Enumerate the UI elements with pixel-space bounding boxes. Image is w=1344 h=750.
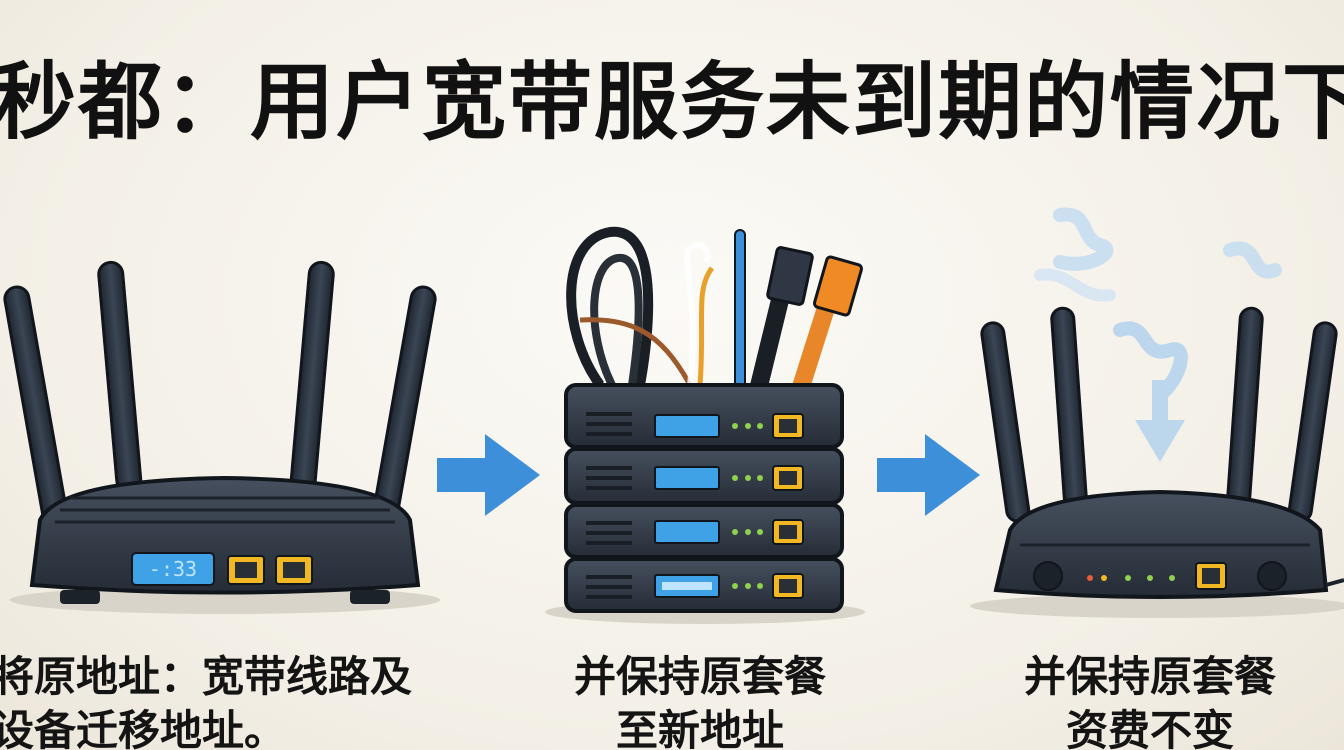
caption-line: 设备迁移地址。	[0, 706, 287, 750]
router-icon: -:33	[3, 260, 440, 614]
caption-line: 并保持原套餐	[573, 652, 826, 701]
step-caption: 并保持原套餐 资费不变	[960, 650, 1340, 750]
server-stack-icon	[545, 226, 865, 624]
caption-line: 至新地址	[615, 706, 784, 750]
caption-line: 并保持原套餐	[1023, 652, 1276, 701]
step-caption: 将原地址：宽带线路及 设备迁移地址。	[0, 650, 452, 750]
caption-line: 将原地址：宽带线路及	[0, 652, 413, 701]
caption-line: 资费不变	[1065, 706, 1234, 750]
signal-wave-icon	[1034, 207, 1282, 462]
arrow-right-icon	[877, 434, 980, 516]
step-caption: 并保持原套餐 至新地址	[510, 650, 890, 750]
arrow-right-icon	[437, 434, 540, 516]
svg-text:-:33: -:33	[149, 557, 197, 581]
page-title: 秒都：用户宽带服务未到期的情况下	[0, 53, 1344, 151]
router-icon	[970, 207, 1344, 618]
